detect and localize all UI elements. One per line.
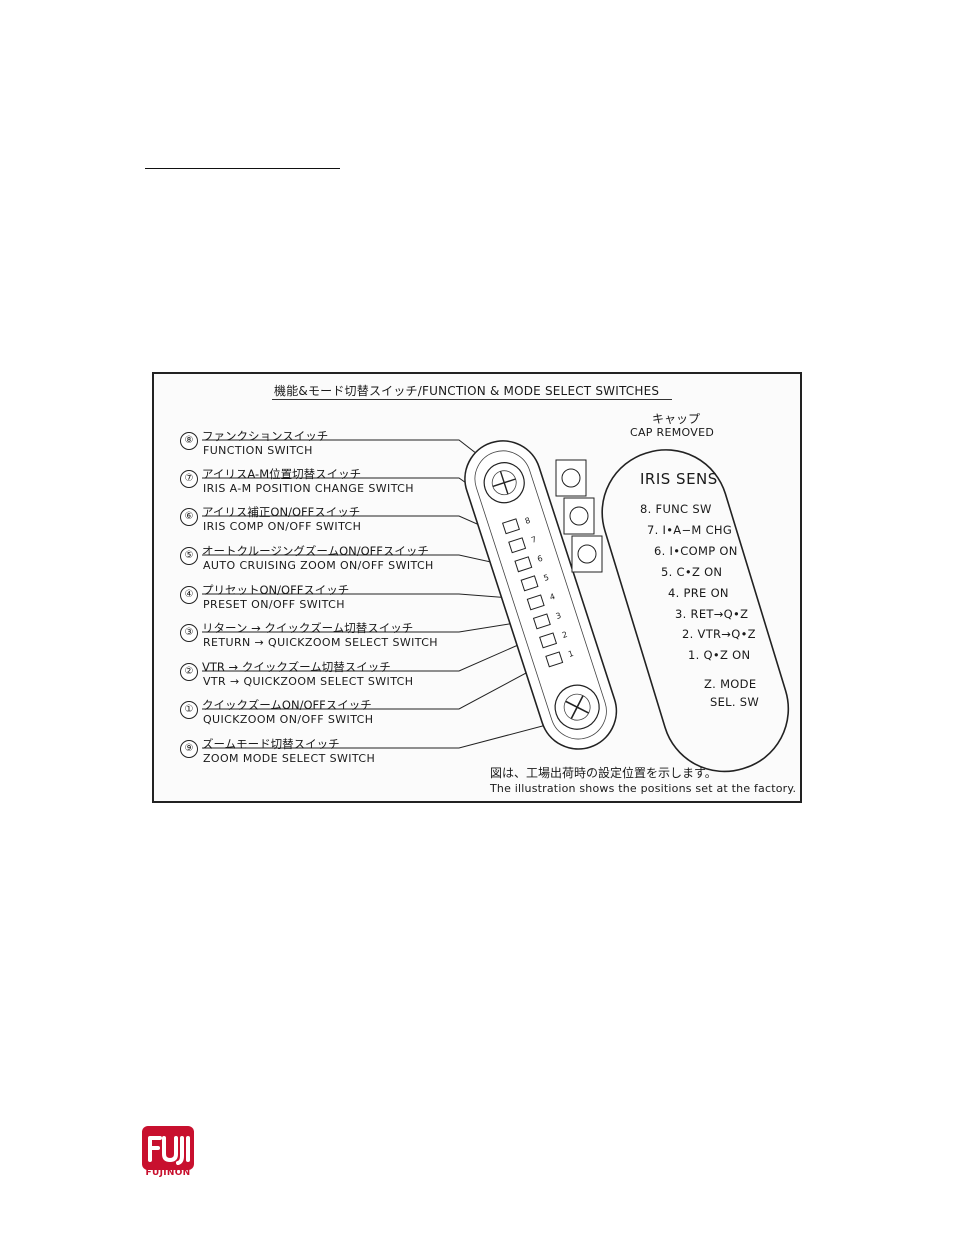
label-jp: VTR → クイックズーム切替スイッチ bbox=[202, 660, 391, 674]
iris-item: 7. I•A−M CHG bbox=[647, 523, 733, 537]
dip-number: 6 bbox=[536, 554, 544, 564]
factory-note-en: The illustration shows the positions set… bbox=[490, 782, 797, 795]
dip-switch-numbers: 1 2 3 4 5 6 7 8 bbox=[524, 516, 575, 659]
connector-blocks bbox=[555, 459, 603, 573]
label-en: QUICKZOOM ON/OFF SWITCH bbox=[203, 713, 374, 726]
iris-item: 1. Q•Z ON bbox=[688, 648, 751, 662]
label-number: ⑦ bbox=[180, 470, 198, 488]
dip-number: 2 bbox=[561, 630, 569, 640]
iris-item: 5. C•Z ON bbox=[661, 565, 723, 579]
label-jp: リターン → クイックズーム切替スイッチ bbox=[202, 621, 414, 635]
leader-line-3 bbox=[202, 619, 535, 633]
fujinon-logo-text: FUJINON bbox=[145, 1168, 191, 1178]
dip-number: 8 bbox=[524, 516, 532, 526]
iris-sens-title: IRIS SENS bbox=[640, 470, 718, 488]
label-en: IRIS COMP ON/OFF SWITCH bbox=[203, 520, 362, 533]
dip-number: 5 bbox=[542, 573, 550, 583]
label-jp: アイリスA-M位置切替スイッチ bbox=[202, 467, 362, 481]
label-en: PRESET ON/OFF SWITCH bbox=[203, 598, 345, 611]
cap-label-en: CAP REMOVED bbox=[630, 426, 715, 439]
label-jp: オートクルージングズームON/OFFスイッチ bbox=[202, 544, 429, 558]
switch-housing: 1 2 3 4 5 6 7 8 bbox=[464, 440, 618, 750]
label-number: ④ bbox=[180, 586, 198, 604]
dip-switch-bank bbox=[501, 518, 564, 668]
iris-item: 4. PRE ON bbox=[668, 586, 729, 600]
leader-lines bbox=[202, 439, 570, 749]
label-number: ⑤ bbox=[180, 547, 198, 565]
dip-number: 4 bbox=[549, 592, 557, 602]
iris-sens-capsule bbox=[601, 449, 790, 773]
iris-item: 3. RET→Q•Z bbox=[675, 607, 749, 621]
label-number: ⑥ bbox=[180, 508, 198, 526]
iris-item: Z. MODE bbox=[704, 677, 757, 691]
label-number: ② bbox=[180, 663, 198, 681]
iris-item: 6. I•COMP ON bbox=[654, 544, 738, 558]
iris-item: 8. FUNC SW bbox=[640, 502, 712, 516]
figure-title: 機能&モード切替スイッチ/FUNCTION & MODE SELECT SWIT… bbox=[274, 384, 660, 398]
label-jp: ファンクションスイッチ bbox=[202, 429, 329, 443]
dip-number: 3 bbox=[555, 611, 563, 621]
label-jp: ズームモード切替スイッチ bbox=[202, 737, 340, 751]
switch-diagram-figure: 1 2 3 4 5 6 7 8 bbox=[152, 372, 802, 803]
figure-title-underline bbox=[272, 399, 672, 400]
label-en: FUNCTION SWITCH bbox=[203, 444, 313, 457]
dip-number: 1 bbox=[567, 649, 575, 659]
factory-note-jp: 図は、工場出荷時の設定位置を示します。 bbox=[490, 766, 717, 780]
label-en: IRIS A-M POSITION CHANGE SWITCH bbox=[203, 482, 414, 495]
leader-line-9 bbox=[202, 718, 570, 749]
dip-number: 7 bbox=[530, 535, 538, 545]
iris-item: SEL. SW bbox=[710, 695, 760, 709]
cap-label-jp: キャップ bbox=[652, 412, 701, 426]
label-en: RETURN → QUICKZOOM SELECT SWITCH bbox=[203, 636, 438, 649]
switch-diagram-graphic: 1 2 3 4 5 6 7 8 bbox=[202, 439, 790, 773]
label-number: ⑨ bbox=[180, 740, 198, 758]
label-number: ⑧ bbox=[180, 432, 198, 450]
label-en: AUTO CRUISING ZOOM ON/OFF SWITCH bbox=[203, 559, 434, 572]
label-jp: プリセットON/OFFスイッチ bbox=[202, 583, 350, 597]
label-jp: アイリス補正ON/OFFスイッチ bbox=[202, 505, 361, 519]
label-en: ZOOM MODE SELECT SWITCH bbox=[203, 752, 376, 765]
fujinon-logo-icon bbox=[142, 1126, 194, 1170]
leader-line-2 bbox=[202, 637, 535, 672]
label-en: VTR → QUICKZOOM SELECT SWITCH bbox=[203, 675, 414, 688]
label-jp: クイックズームON/OFFスイッチ bbox=[202, 698, 372, 712]
iris-item: 2. VTR→Q•Z bbox=[682, 627, 756, 641]
leader-line-1 bbox=[202, 657, 555, 710]
section-heading-underline bbox=[145, 168, 340, 169]
label-number: ① bbox=[180, 701, 198, 719]
label-number: ③ bbox=[180, 624, 198, 642]
